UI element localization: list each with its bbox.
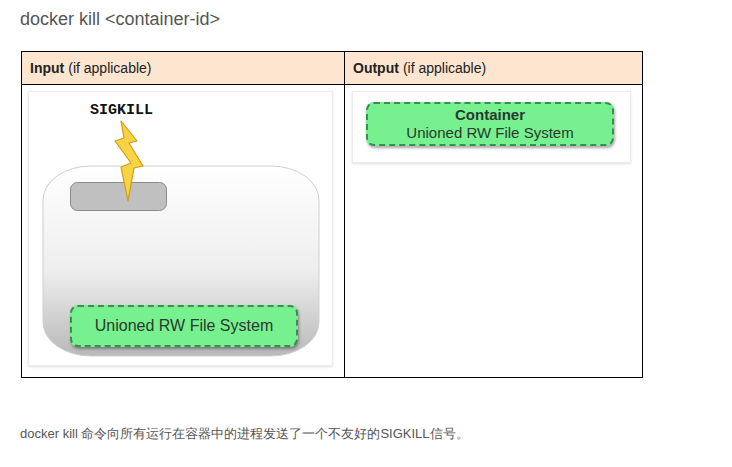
box-text: Unioned RW File System bbox=[406, 124, 573, 142]
process-block bbox=[71, 183, 167, 211]
header-note: (if applicable) bbox=[403, 60, 486, 76]
signal-label: SIGKILL bbox=[90, 102, 153, 119]
container-box: ContainerUnioned RW File System bbox=[366, 102, 614, 146]
image-card bbox=[29, 92, 333, 366]
container-barrel bbox=[43, 166, 319, 356]
table-border bbox=[22, 52, 643, 378]
header-note: (if applicable) bbox=[68, 60, 151, 76]
lightning-bolt bbox=[115, 121, 143, 201]
header-title: Output bbox=[353, 60, 399, 76]
caption: docker kill 命令向所有运行在容器中的进程发送了一个不友好的SIGKI… bbox=[20, 425, 710, 443]
header-cell: Output(if applicable) bbox=[345, 52, 642, 84]
header-divider bbox=[22, 84, 643, 85]
page-title: docker kill <container-id> bbox=[20, 9, 220, 30]
box-text: Unioned RW File System bbox=[95, 316, 273, 336]
column-divider bbox=[344, 52, 345, 378]
box-heading: Container bbox=[455, 106, 525, 124]
header-cell: Input(if applicable) bbox=[22, 52, 344, 84]
header-title: Input bbox=[30, 60, 64, 76]
filesystem-layer: Unioned RW File System bbox=[70, 305, 298, 347]
image-card bbox=[353, 92, 631, 163]
